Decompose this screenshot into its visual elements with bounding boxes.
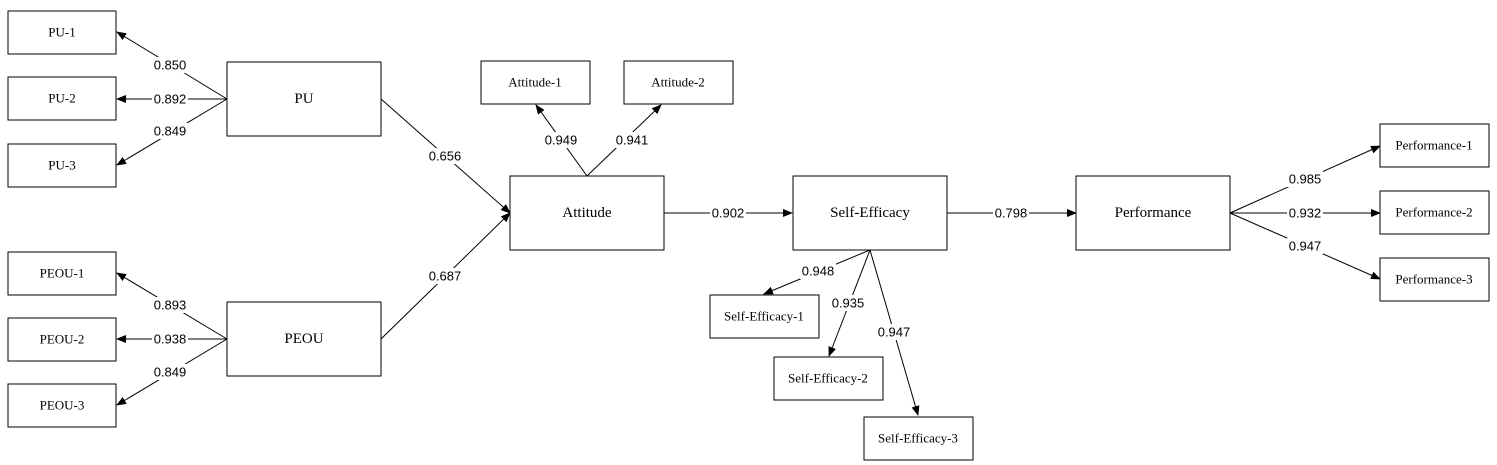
construct-attitude: Attitude	[509, 175, 665, 251]
indicator-self-efficacy-3: Self-Efficacy-3	[863, 416, 974, 461]
loading-label-self-efficacy-1: 0.948	[800, 263, 836, 279]
svg-text:0.948: 0.948	[802, 264, 835, 279]
svg-text:Attitude-2: Attitude-2	[651, 75, 704, 90]
svg-text:Performance-3: Performance-3	[1395, 272, 1472, 287]
svg-text:PEOU: PEOU	[284, 331, 323, 347]
svg-text:Performance-2: Performance-2	[1395, 205, 1472, 220]
loading-label-self-efficacy-2: 0.935	[830, 295, 866, 311]
loading-label-pu-3: 0.849	[152, 123, 188, 139]
svg-text:0.985: 0.985	[1289, 172, 1322, 187]
path-coefficient-pu-attitude: 0.656	[427, 148, 463, 164]
svg-text:PU-2: PU-2	[48, 91, 75, 106]
construct-peou: PEOU	[226, 301, 382, 377]
construct-self-efficacy: Self-Efficacy	[792, 175, 948, 251]
indicator-self-efficacy-2: Self-Efficacy-2	[773, 356, 884, 401]
loading-label-performance-2: 0.932	[1287, 205, 1323, 221]
path-coefficient-attitude-self-efficacy: 0.902	[710, 205, 746, 221]
svg-text:0.935: 0.935	[832, 296, 865, 311]
svg-text:0.892: 0.892	[154, 92, 187, 107]
indicator-pu-1: PU-1	[7, 10, 117, 55]
svg-text:PU-3: PU-3	[48, 158, 75, 173]
svg-text:PEOU-2: PEOU-2	[40, 332, 85, 347]
path-coefficient-self-efficacy-performance: 0.798	[993, 205, 1029, 221]
indicator-pu-3: PU-3	[7, 143, 117, 188]
loading-label-pu-1: 0.850	[152, 57, 188, 73]
svg-text:0.902: 0.902	[712, 206, 745, 221]
loading-label-peou-2: 0.938	[152, 331, 188, 347]
svg-text:0.850: 0.850	[154, 58, 187, 73]
loading-label-self-efficacy-3: 0.947	[876, 324, 912, 340]
path-coefficient-peou-attitude: 0.687	[427, 268, 463, 284]
svg-text:0.938: 0.938	[154, 332, 187, 347]
loading-label-performance-3: 0.947	[1287, 238, 1323, 254]
svg-text:Self-Efficacy-3: Self-Efficacy-3	[878, 431, 958, 446]
svg-text:0.849: 0.849	[154, 124, 187, 139]
indicator-pu-2: PU-2	[7, 76, 117, 121]
svg-text:Self-Efficacy: Self-Efficacy	[830, 205, 910, 221]
indicator-attitude-1: Attitude-1	[480, 60, 591, 105]
indicator-peou-2: PEOU-2	[7, 317, 117, 362]
loading-label-attitude-1: 0.949	[543, 132, 579, 148]
svg-text:0.798: 0.798	[995, 206, 1028, 221]
loading-label-pu-2: 0.892	[152, 91, 188, 107]
svg-text:Attitude-1: Attitude-1	[508, 75, 561, 90]
indicator-self-efficacy-1: Self-Efficacy-1	[709, 294, 820, 339]
svg-text:Self-Efficacy-1: Self-Efficacy-1	[724, 309, 804, 324]
svg-text:Performance-1: Performance-1	[1395, 138, 1472, 153]
svg-text:PU-1: PU-1	[48, 25, 75, 40]
loading-label-attitude-2: 0.941	[614, 132, 650, 148]
svg-text:Attitude: Attitude	[562, 205, 612, 221]
indicator-peou-3: PEOU-3	[7, 383, 117, 428]
loading-label-peou-3: 0.849	[152, 364, 188, 380]
svg-text:0.893: 0.893	[154, 298, 187, 313]
svg-text:PU: PU	[294, 91, 313, 107]
svg-text:PEOU-3: PEOU-3	[40, 398, 85, 413]
svg-text:0.656: 0.656	[429, 149, 462, 164]
svg-text:0.947: 0.947	[1289, 239, 1322, 254]
svg-text:0.687: 0.687	[429, 269, 462, 284]
indicator-attitude-2: Attitude-2	[623, 60, 734, 105]
svg-text:0.849: 0.849	[154, 365, 187, 380]
svg-text:0.947: 0.947	[878, 325, 911, 340]
loading-label-peou-1: 0.893	[152, 297, 188, 313]
loading-label-performance-1: 0.985	[1287, 171, 1323, 187]
svg-text:PEOU-1: PEOU-1	[40, 266, 85, 281]
svg-text:Self-Efficacy-2: Self-Efficacy-2	[788, 371, 868, 386]
construct-performance: Performance	[1075, 175, 1231, 251]
indicator-performance-3: Performance-3	[1379, 257, 1490, 302]
svg-text:Performance: Performance	[1115, 205, 1192, 221]
indicator-performance-2: Performance-2	[1379, 190, 1490, 235]
svg-text:0.949: 0.949	[545, 133, 578, 148]
construct-pu: PU	[226, 61, 382, 137]
indicator-performance-1: Performance-1	[1379, 123, 1490, 168]
svg-text:0.941: 0.941	[616, 133, 649, 148]
indicator-peou-1: PEOU-1	[7, 251, 117, 296]
svg-text:0.932: 0.932	[1289, 206, 1322, 221]
